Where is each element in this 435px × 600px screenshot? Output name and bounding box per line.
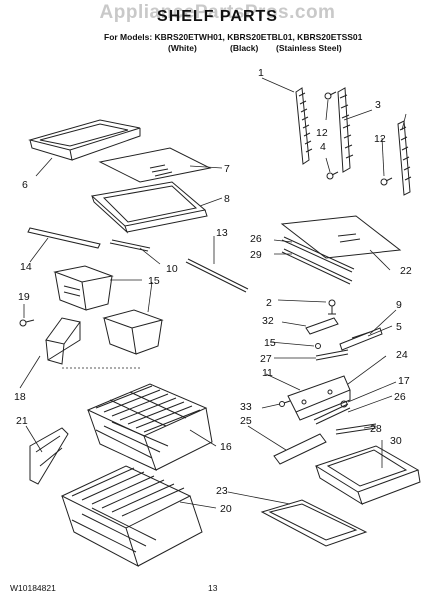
callout-2: 2 — [266, 297, 272, 309]
document-number: W10184821 — [10, 583, 56, 593]
leader-lines — [19, 77, 407, 509]
right-glass-shelf-part — [280, 215, 402, 259]
callout-30: 30 — [390, 435, 402, 447]
callout-27: 27 — [260, 353, 272, 365]
callout-17: 17 — [398, 375, 410, 387]
callout-32: 32 — [262, 315, 274, 327]
screw-part — [324, 91, 393, 186]
watermark: AppliancePartsPros.com — [99, 2, 336, 23]
right-shelf-trim-part — [281, 236, 355, 285]
callout-10: 10 — [166, 263, 178, 275]
callout-5: 5 — [396, 321, 402, 333]
callout-11: 11 — [262, 367, 273, 379]
slide-clip-part — [315, 343, 349, 361]
shelf-support-bar-part — [305, 317, 339, 335]
shelf-ladder-left-part — [295, 87, 313, 165]
color-white: (White) — [168, 43, 197, 53]
drawer-tray-part — [314, 445, 421, 506]
callout-33: 33 — [240, 401, 252, 413]
callout-23: 23 — [216, 485, 228, 497]
callout-14: 14 — [20, 261, 32, 273]
drawer-cover-part — [260, 499, 368, 547]
callout-19: 19 — [18, 291, 30, 303]
shelf-assembly-part — [90, 181, 208, 234]
callout-25: 25 — [240, 415, 252, 427]
callout-22: 22 — [400, 265, 412, 277]
shelf-ladder-right-part — [397, 120, 412, 196]
wire-basket-lower-part — [60, 465, 203, 568]
shelf-ladder-center-part — [337, 87, 354, 173]
bracket-rod-part — [313, 403, 377, 435]
callout-18: 18 — [14, 391, 26, 403]
wire-basket-upper-part — [86, 383, 213, 471]
callout-15a: 15 — [148, 275, 160, 287]
callout-9: 9 — [396, 299, 402, 311]
callout-6: 6 — [22, 179, 28, 191]
callout-20: 20 — [220, 503, 232, 515]
bin-bracket-part — [45, 317, 81, 365]
color-black: (Black) — [230, 43, 259, 53]
bracket-screw-small-part — [279, 400, 348, 408]
callout-labels: 1 2 3 4 5 6 7 8 9 10 11 12 12 13 14 15 1… — [14, 67, 412, 515]
callout-3: 3 — [375, 99, 381, 111]
callout-4: 4 — [320, 141, 326, 153]
models-line: For Models: KBRS20ETWH01, KBRS20ETBL01, … — [104, 32, 363, 42]
callout-21: 21 — [16, 415, 28, 427]
crisper-bin-upper-part — [53, 265, 114, 311]
callout-28: 28 — [370, 423, 382, 435]
crisper-bin-lower-part — [102, 309, 164, 355]
glass-shelf-part — [98, 147, 212, 183]
trim-rod-part — [185, 258, 249, 293]
shelf-frame-part — [28, 119, 141, 161]
color-stainless: (Stainless Steel) — [276, 43, 342, 53]
callout-24: 24 — [396, 349, 408, 361]
page-title: SHELF PARTS — [157, 8, 278, 25]
callout-12b: 12 — [374, 133, 386, 145]
callout-29: 29 — [250, 249, 262, 261]
bracket-screw-part — [19, 319, 35, 327]
shelf-stop-part — [328, 299, 336, 315]
drawer-handle-part — [273, 433, 327, 465]
page-number: 13 — [208, 583, 218, 593]
callout-1: 1 — [258, 67, 264, 79]
callout-26b: 26 — [394, 391, 406, 403]
callout-12a: 12 — [316, 127, 328, 139]
callout-13: 13 — [216, 227, 228, 239]
callout-8: 8 — [224, 193, 230, 205]
callout-15b: 15 — [264, 337, 276, 349]
callout-7: 7 — [224, 163, 230, 175]
callout-26a: 26 — [250, 233, 262, 245]
shelf-slide-part — [339, 327, 383, 351]
basket-divider-part — [29, 427, 69, 485]
callout-16: 16 — [220, 441, 232, 453]
shelf-bracket-part — [287, 375, 351, 421]
